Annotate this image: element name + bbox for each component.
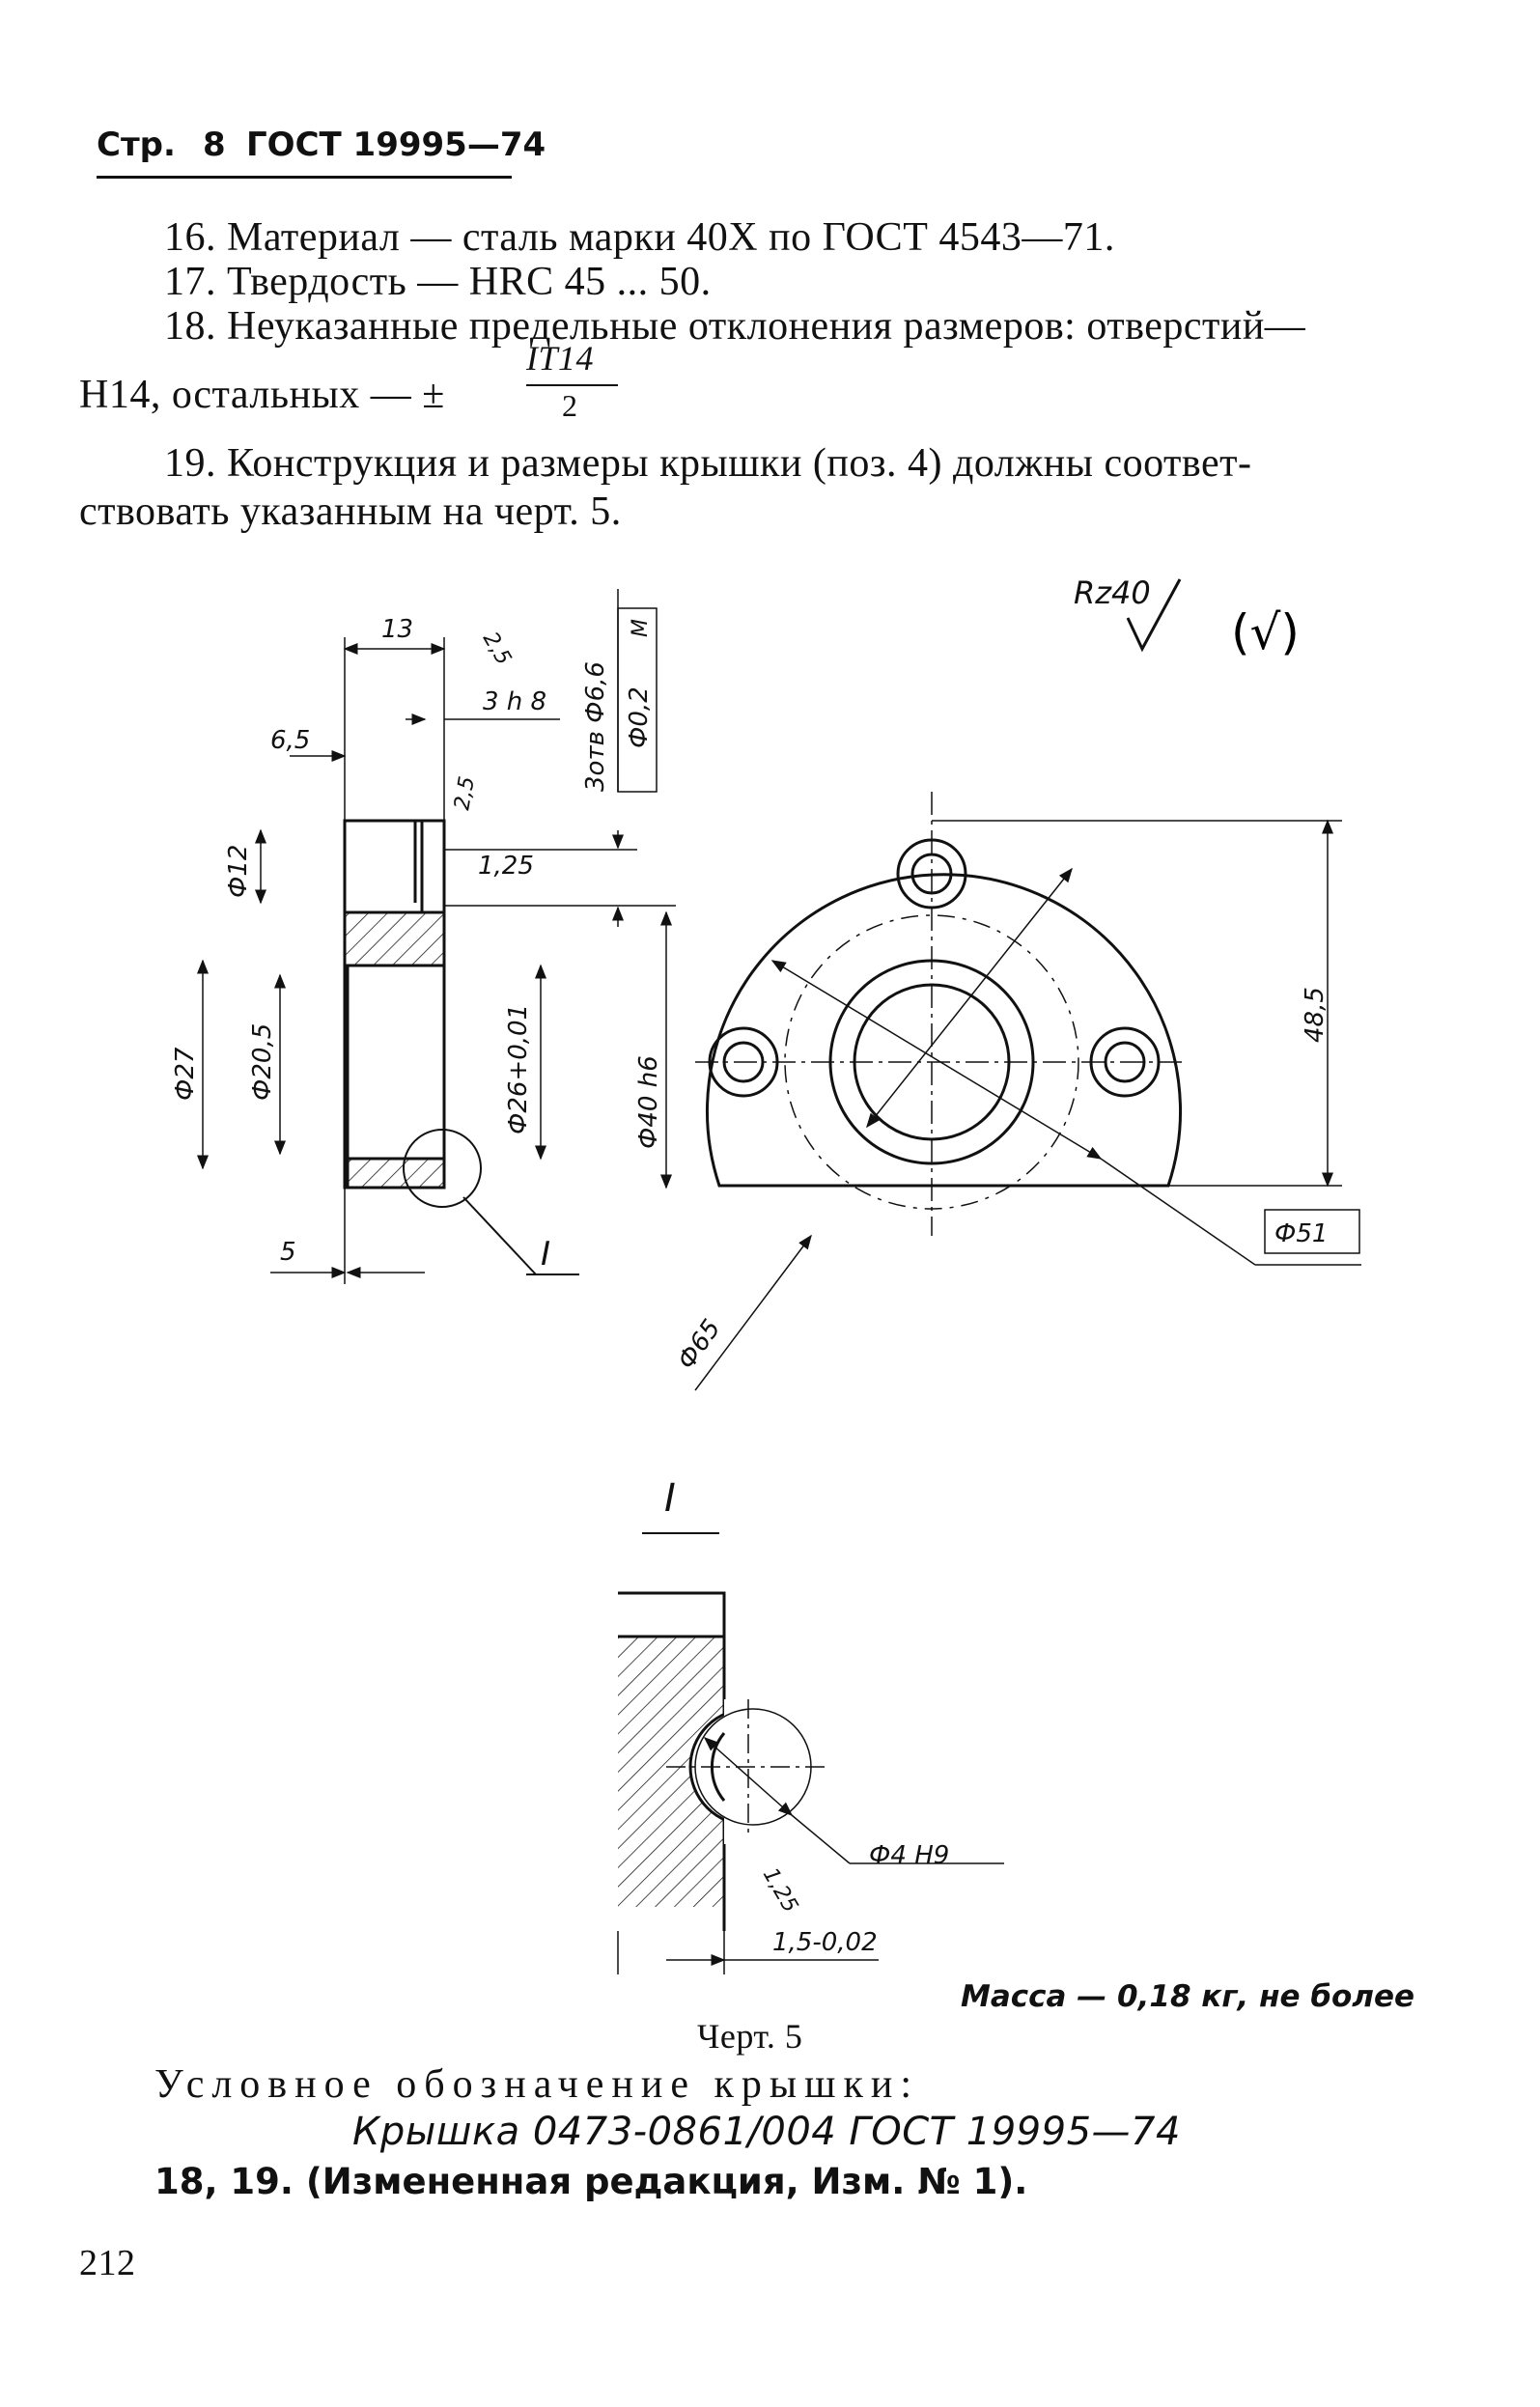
item-17: 17. Твердость — HRC 45 ... 50. [164,260,712,304]
item-19-line2: ствовать указанным на черт. 5. [79,490,622,534]
svg-text:I: I [664,1476,676,1521]
svg-text:5: 5 [280,1238,296,1267]
detail-view: I Ф4 Н9 1,25 1,5-0,02 [617,1476,1004,1974]
section-dims [197,589,676,1284]
front-view-dims [694,819,1361,1391]
section-view [343,819,579,1275]
svg-text:Ф4 Н9: Ф4 Н9 [869,1841,949,1870]
front-view [706,838,1182,1210]
svg-text:13: 13 [381,615,413,644]
item-18-fraction-numerator: IT14 [526,339,595,378]
svg-text:3 h 8: 3 h 8 [483,687,546,716]
svg-text:I: I [541,1235,550,1273]
header-standard: ГОСТ 19995—74 [246,126,546,164]
change-note: 18, 19. (Измененная редакция, Изм. № 1). [154,2161,1028,2202]
header-rule [97,176,512,179]
item-16: 16. Материал — сталь марки 40Х по ГОСТ 4… [164,215,1115,260]
svg-text:2,5: 2,5 [478,629,516,670]
item-18-h14: Н14, остальных — ± [79,373,445,417]
header-page-label: Стр. [97,126,176,164]
header-page-number: 8 [203,126,226,164]
svg-text:Ф27: Ф27 [171,1047,200,1101]
svg-text:6,5: 6,5 [270,726,310,755]
svg-text:Ф40 h6: Ф40 h6 [634,1055,663,1149]
technical-drawing: Rz40 (√) 1 [171,574,1361,1974]
mass-note: Масса — 0,18 кг, не более [961,1979,1415,2014]
svg-text:Ф20,5: Ф20,5 [248,1023,277,1101]
svg-text:Ф0,2: Ф0,2 [625,686,654,748]
section-dim-labels: 13 2,5 3 h 8 6,5 2,5 3отв Ф6,6 Ф0,2 M 1,… [171,615,663,1273]
front-view-dim-labels: 48,5 Ф51 Ф65 [672,987,1330,1375]
svg-text:1,25: 1,25 [758,1864,802,1917]
roughness-symbol: Rz40 (√) [1074,574,1300,660]
svg-text:Ф51: Ф51 [1274,1219,1328,1248]
item-18-line1: 18. Неуказанные предельные отклонения ра… [164,304,1306,349]
svg-text:1,5-0,02: 1,5-0,02 [772,1928,878,1957]
item-18-fraction-denominator: 2 [562,388,578,423]
designation-label: Условное обозначение крышки: [154,2062,920,2107]
figure-caption: Черт. 5 [697,2017,803,2056]
item-18-fraction-bar [526,384,618,386]
svg-text:Ф12: Ф12 [224,845,253,898]
svg-text:Rz40: Rz40 [1074,574,1151,611]
page-number: 212 [79,2243,136,2283]
svg-text:Ф65: Ф65 [672,1314,726,1375]
designation-value: Крышка 0473-0861/004 ГОСТ 19995—74 [352,2110,1181,2154]
svg-text:1,25: 1,25 [478,852,534,881]
svg-text:M: M [629,619,653,637]
svg-text:Ф26+0,01: Ф26+0,01 [504,1004,533,1134]
item-19-line1: 19. Конструкция и размеры крышки (поз. 4… [164,441,1252,486]
svg-text:3отв Ф6,6: 3отв Ф6,6 [581,661,610,792]
svg-text:48,5: 48,5 [1301,987,1330,1043]
svg-text:(√): (√) [1231,604,1300,660]
svg-text:2,5: 2,5 [450,774,480,812]
